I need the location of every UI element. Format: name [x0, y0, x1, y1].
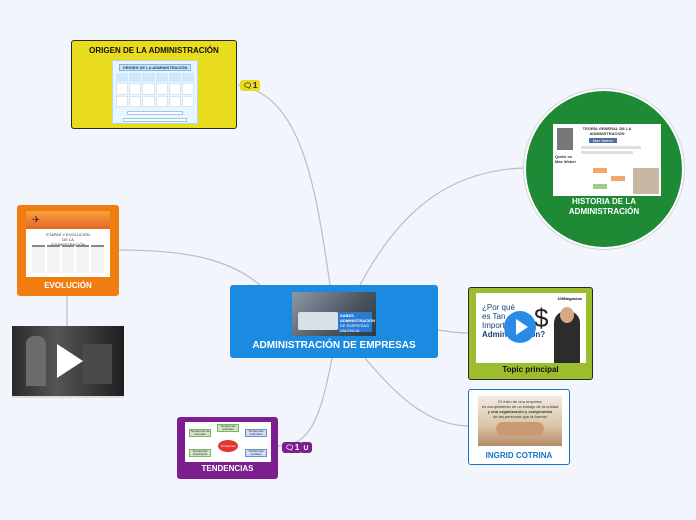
connector-origen: [237, 84, 331, 286]
central-image-caption-3: DE EMPRESAS: [340, 323, 369, 328]
tendencias-comment-count: 1: [294, 443, 300, 452]
origen-comment-badge[interactable]: 🗨 1: [240, 80, 261, 91]
central-image-caption-1: SABES: [340, 313, 354, 318]
origen-image: ORIGEN DE LA ADMINISTRACIÓN: [112, 60, 198, 124]
dollar-icon: $: [534, 303, 549, 333]
tendencias-box-5: Tendencias sociales: [245, 449, 267, 457]
topic-video-line-2: es Tan: [482, 312, 506, 321]
comment-icon: 🗨: [243, 82, 252, 90]
node-origen[interactable]: ORIGEN DE LA ADMINISTRACIÓN ORIGEN DE LA…: [71, 40, 237, 129]
origen-image-title: ORIGEN DE LA ADMINISTRACIÓN: [119, 64, 191, 71]
tendencias-comment-badge[interactable]: 🗨 1: [282, 442, 303, 453]
tendencias-center: Tendencias: [218, 440, 238, 452]
central-image: SABES ADMINISTRACIÓN DE EMPRESAS VALENCI…: [292, 292, 376, 336]
connector-tendencias: [277, 357, 333, 447]
topic-video-thumbnail: 100Negocios ¿Por qué es Tan Importante l…: [476, 293, 586, 363]
topic-title: Topic principal: [502, 365, 559, 374]
ingrid-title: INGRID COTRINA: [485, 451, 553, 460]
tendencias-image: Tendencias de mercado Tendencias globale…: [185, 422, 271, 462]
connector-evolucion: [117, 249, 261, 286]
tendencias-box-1: Tendencias de mercado: [189, 429, 211, 437]
historia-title: HISTORIA DE LA ADMINISTRACIÓN: [568, 197, 640, 216]
comment-icon: 🗨: [285, 444, 294, 452]
ingrid-image: El éxito de una empresa es cumplimiento …: [478, 396, 562, 446]
origen-title: ORIGEN DE LA ADMINISTRACIÓN: [89, 46, 219, 55]
connector-historia: [359, 167, 526, 286]
play-icon[interactable]: [57, 344, 83, 378]
central-title: ADMINISTRACIÓN DE EMPRESAS: [252, 340, 416, 351]
tendencias-box-4: Tendencias financieras: [189, 449, 211, 457]
topic-brand: 100Negocios: [557, 296, 582, 301]
central-topic[interactable]: SABES ADMINISTRACIÓN DE EMPRESAS VALENCI…: [230, 285, 438, 358]
tendencias-title: TENDENCIAS: [201, 464, 254, 473]
connector-topic: [437, 329, 469, 334]
link-icon: ∪: [303, 443, 309, 452]
node-evolucion[interactable]: ✈ ETAPAS Y EVOLUCIÓN DE LA ADMINISTRACIÓ…: [17, 205, 119, 296]
topic-video-line-1: ¿Por qué: [482, 303, 515, 312]
evolucion-title: EVOLUCIÓN: [44, 281, 92, 290]
origen-comment-count: 1: [252, 81, 258, 90]
node-historia[interactable]: TEORÍA GENERAL DE LA ADMINISTRACIÓN Max …: [524, 89, 684, 249]
historia-image: TEORÍA GENERAL DE LA ADMINISTRACIÓN Max …: [553, 124, 661, 196]
central-image-caption-2: ADMINISTRACIÓN: [340, 318, 376, 323]
ingrid-caption-2: es cumplimiento de un trabajo de la unid…: [481, 404, 559, 409]
node-ingrid[interactable]: El éxito de una empresa es cumplimiento …: [468, 389, 570, 465]
tendencias-box-3: Tendencias culturales: [245, 429, 267, 437]
historia-image-subtitle: Max Weber: [589, 138, 617, 143]
ingrid-caption-1: El éxito de una empresa: [498, 399, 542, 404]
connector-ingrid: [364, 357, 469, 427]
central-image-caption-4: VALENCIA: [340, 328, 360, 333]
historia-image-side: Quién es Max Weber: [555, 154, 577, 164]
node-tendencias[interactable]: Tendencias de mercado Tendencias globale…: [177, 417, 278, 479]
ingrid-caption-4: de las personas que la forman: [493, 414, 547, 419]
play-icon[interactable]: [504, 311, 536, 343]
tendencias-box-2: Tendencias globales: [217, 424, 239, 432]
node-topic[interactable]: 100Negocios ¿Por qué es Tan Importante l…: [468, 287, 593, 380]
ingrid-caption-3: y una organización y compromiso: [487, 409, 553, 414]
evolucion-image: ✈ ETAPAS Y EVOLUCIÓN DE LA ADMINISTRACIÓ…: [26, 211, 110, 277]
evolution-figures-icon: ✈: [32, 215, 40, 226]
evolucion-video[interactable]: [12, 326, 124, 398]
historia-image-title: TEORÍA GENERAL DE LA ADMINISTRACIÓN: [582, 126, 632, 136]
evolucion-image-title: ETAPAS Y EVOLUCIÓN DE LA ADMINISTRACIÓN: [46, 232, 90, 247]
tendencias-link-badge[interactable]: ∪: [300, 442, 312, 453]
